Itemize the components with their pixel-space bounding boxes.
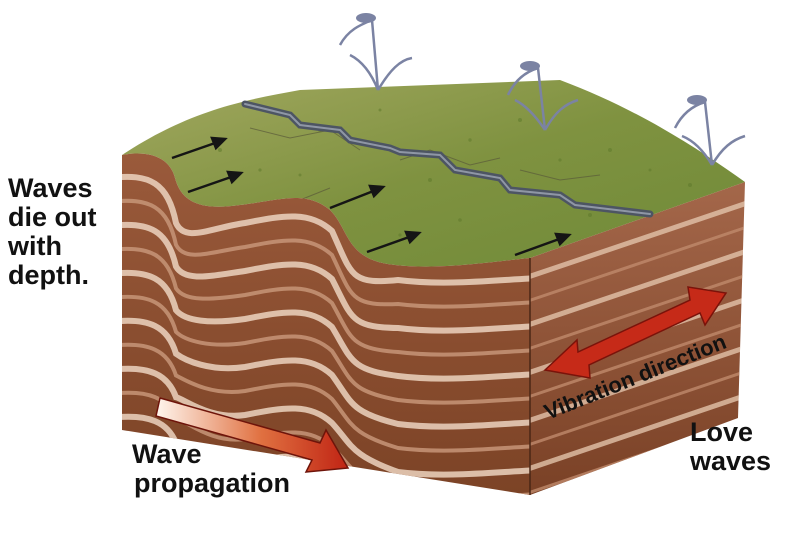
side-stratum-line — [530, 272, 745, 352]
fence — [241, 100, 654, 218]
waves-die-out-label: Waves die out with depth. — [8, 173, 118, 291]
stratum-line — [122, 365, 530, 478]
surface-motion-arrows — [171, 136, 572, 257]
plant-heads — [356, 13, 707, 105]
side-stratum-line — [530, 224, 745, 304]
love-waves-label: Love waves — [690, 417, 785, 477]
side-stratum-line — [530, 391, 745, 473]
die-out-line-1: Waves — [8, 173, 93, 203]
love-line-1: Love — [690, 417, 754, 447]
side-strata — [530, 199, 745, 495]
stratum-line — [122, 198, 530, 309]
stratum-line — [122, 173, 530, 286]
love-line-2: waves — [690, 446, 772, 477]
side-stratum-line — [530, 247, 745, 329]
vibration-arrow — [543, 286, 728, 379]
plants — [338, 18, 746, 166]
die-out-line-4: depth. — [8, 260, 89, 291]
grass-surface — [122, 80, 745, 267]
side-stratum-line — [530, 320, 745, 400]
stratum-line — [122, 221, 530, 334]
propagation-line-1: Wave — [132, 439, 202, 469]
die-out-line-3: with — [8, 231, 62, 262]
side-stratum-line — [530, 368, 745, 448]
side-stratum-line — [530, 343, 745, 425]
stratum-line — [122, 342, 530, 453]
stratum-line — [122, 317, 530, 430]
stratum-line — [122, 294, 530, 405]
stratum-line — [122, 269, 530, 382]
side-stratum-line — [530, 199, 745, 281]
wave-propagation-label: Wave propagation — [132, 439, 392, 499]
wave-propagation-arrow — [155, 397, 350, 473]
die-out-line-2: die out — [8, 202, 97, 233]
propagation-line-2: propagation — [134, 468, 290, 499]
stratum-line — [122, 246, 530, 357]
